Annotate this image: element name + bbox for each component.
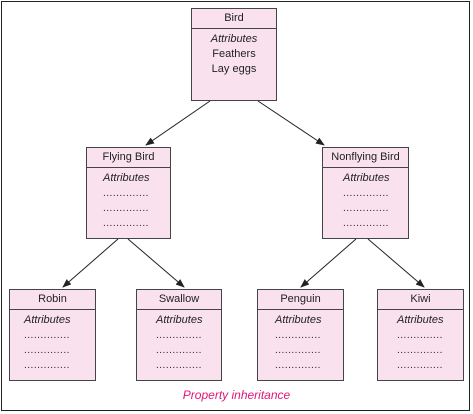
attribute-placeholder: .............. bbox=[397, 360, 443, 371]
attribute-placeholder: .............. bbox=[156, 345, 202, 356]
class-attributes: Attributes .............. ..............… bbox=[258, 310, 343, 373]
link-bird-to-flying-bird bbox=[145, 100, 211, 146]
class-name: Robin bbox=[10, 290, 95, 310]
attribute-placeholder: .............. bbox=[275, 345, 321, 356]
attribute-placeholder: .............. bbox=[24, 360, 70, 371]
attributes-label: Attributes bbox=[156, 314, 203, 326]
attribute-placeholder: .............. bbox=[275, 360, 321, 371]
class-box-kiwi: Kiwi Attributes .............. .........… bbox=[377, 289, 464, 381]
attribute-placeholder: .............. bbox=[343, 218, 389, 229]
class-attributes: Attributes .............. ..............… bbox=[87, 168, 170, 231]
attribute-placeholder: .............. bbox=[275, 330, 321, 341]
attributes-label: Attributes bbox=[397, 314, 444, 326]
class-name: Bird bbox=[192, 9, 276, 29]
attributes-label: Attributes bbox=[24, 314, 71, 326]
class-box-robin: Robin Attributes .............. ........… bbox=[9, 289, 96, 381]
class-box-swallow: Swallow Attributes .............. ......… bbox=[136, 289, 222, 381]
class-name: Kiwi bbox=[378, 290, 463, 310]
attribute-value: Feathers bbox=[212, 48, 256, 60]
diagram-caption: Property inheritance bbox=[182, 388, 291, 402]
class-attributes: Attributes .............. ..............… bbox=[10, 310, 95, 373]
attribute-placeholder: .............. bbox=[343, 203, 389, 214]
class-attributes: Attributes .............. ..............… bbox=[378, 310, 463, 373]
class-box-bird: Bird Attributes Feathers Lay eggs bbox=[191, 8, 277, 101]
class-name: Swallow bbox=[137, 290, 221, 310]
class-attributes: Attributes Feathers Lay eggs bbox=[192, 29, 276, 77]
attribute-placeholder: .............. bbox=[343, 188, 389, 199]
class-box-penguin: Penguin Attributes .............. ......… bbox=[257, 289, 344, 381]
attribute-placeholder: .............. bbox=[103, 188, 149, 199]
attributes-label: Attributes bbox=[275, 314, 322, 326]
attribute-placeholder: .............. bbox=[156, 360, 202, 371]
link-nonflying-bird-to-kiwi bbox=[367, 238, 425, 288]
attribute-placeholder: .............. bbox=[156, 330, 202, 341]
class-box-nonflying-bird: Nonflying Bird Attributes ..............… bbox=[322, 147, 409, 239]
attribute-placeholder: .............. bbox=[24, 330, 70, 341]
class-name: Penguin bbox=[258, 290, 343, 310]
class-attributes: Attributes .............. ..............… bbox=[323, 168, 408, 231]
attribute-placeholder: .............. bbox=[103, 203, 149, 214]
attributes-label: Attributes bbox=[210, 33, 258, 45]
attribute-placeholder: .............. bbox=[397, 345, 443, 356]
link-flying-bird-to-robin bbox=[62, 238, 119, 288]
attributes-label: Attributes bbox=[103, 172, 150, 184]
class-attributes: Attributes .............. ..............… bbox=[137, 310, 221, 373]
attribute-placeholder: .............. bbox=[103, 218, 149, 229]
link-bird-to-nonflying-bird bbox=[257, 100, 325, 146]
link-flying-bird-to-swallow bbox=[127, 238, 185, 288]
class-name: Nonflying Bird bbox=[323, 148, 408, 168]
link-nonflying-bird-to-penguin bbox=[300, 238, 357, 288]
class-box-flying-bird: Flying Bird Attributes .............. ..… bbox=[86, 147, 171, 239]
attributes-label: Attributes bbox=[343, 172, 390, 184]
attribute-placeholder: .............. bbox=[24, 345, 70, 356]
attribute-placeholder: .............. bbox=[397, 330, 443, 341]
class-name: Flying Bird bbox=[87, 148, 170, 168]
attribute-value: Lay eggs bbox=[211, 63, 257, 75]
